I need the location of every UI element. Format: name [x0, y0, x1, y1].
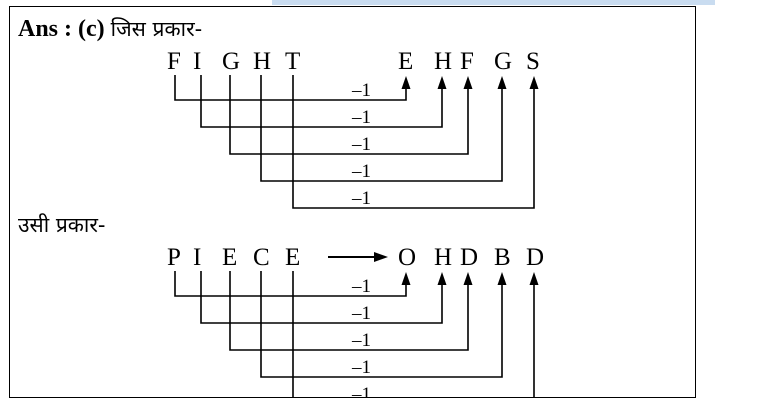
ex1-target-letter-2: H: [434, 48, 452, 75]
ex1-shift-label-1: –1: [351, 80, 371, 101]
ex2-source-letter-1: P: [167, 244, 181, 271]
answer-heading: Ans : (c) जिस प्रकार-: [18, 15, 202, 43]
ex1-source-letter-1: F: [167, 48, 181, 75]
ex1-source-letter-2: I: [193, 48, 201, 75]
ex2-mapping-arrowhead: [374, 252, 388, 262]
ex2-connector-5: [292, 271, 539, 397]
usi-prakar-text: उसी प्रकार-: [18, 213, 106, 237]
ex2-shift-label-4: –1: [351, 357, 371, 378]
ex2-connector-1: [174, 271, 411, 297]
ex1-connector-5: [292, 75, 539, 209]
ex1-shift-label-3: –1: [351, 134, 371, 155]
ex1-source-letter-3: G: [222, 48, 240, 75]
ex2-target-letter-1: O: [398, 244, 416, 271]
ex2-connector-3: [229, 271, 473, 351]
ex1-target-letter-3: F: [460, 48, 474, 75]
ex1-source-letter-5: T: [285, 48, 300, 75]
ex2-source-letter-4: C: [253, 244, 270, 271]
ex2-source-letter-3: E: [222, 244, 237, 271]
ex1-shift-label-2: –1: [351, 107, 371, 128]
usi-prakar-heading: उसी प्रकार-: [18, 211, 106, 239]
ex1-target-letter-5: S: [526, 48, 540, 75]
ex2-source-letter-2: I: [193, 244, 201, 271]
ex2-connector-4: [260, 271, 507, 378]
top-accent-bar: [272, 0, 715, 5]
ex1-shift-label-4: –1: [351, 161, 371, 182]
ex2-connector-2: [200, 271, 447, 324]
ex1-source-letter-4: H: [253, 48, 271, 75]
ex1-connector-1: [174, 75, 411, 101]
ex1-target-letter-1: E: [398, 48, 413, 75]
ex2-source-letter-5: E: [285, 244, 300, 271]
ex1-connector-4: [260, 75, 507, 182]
answer-label: Ans : (c): [18, 16, 105, 42]
ex1-connector-2: [200, 75, 447, 128]
ex2-shift-label-2: –1: [351, 303, 371, 324]
ex2-shift-label-3: –1: [351, 330, 371, 351]
ex2-shift-label-1: –1: [351, 276, 371, 297]
ex1-connector-3: [229, 75, 473, 155]
ex2-target-letter-5: D: [526, 244, 544, 271]
jis-prakar-text: जिस प्रकार-: [110, 17, 203, 41]
ex1-shift-label-5: –1: [351, 188, 371, 209]
ex2-target-letter-3: D: [460, 244, 478, 271]
ex2-shift-label-5: –1: [351, 384, 371, 397]
ex2-target-letter-2: H: [434, 244, 452, 271]
ex1-target-letter-4: G: [494, 48, 512, 75]
ex2-target-letter-4: B: [494, 244, 511, 271]
